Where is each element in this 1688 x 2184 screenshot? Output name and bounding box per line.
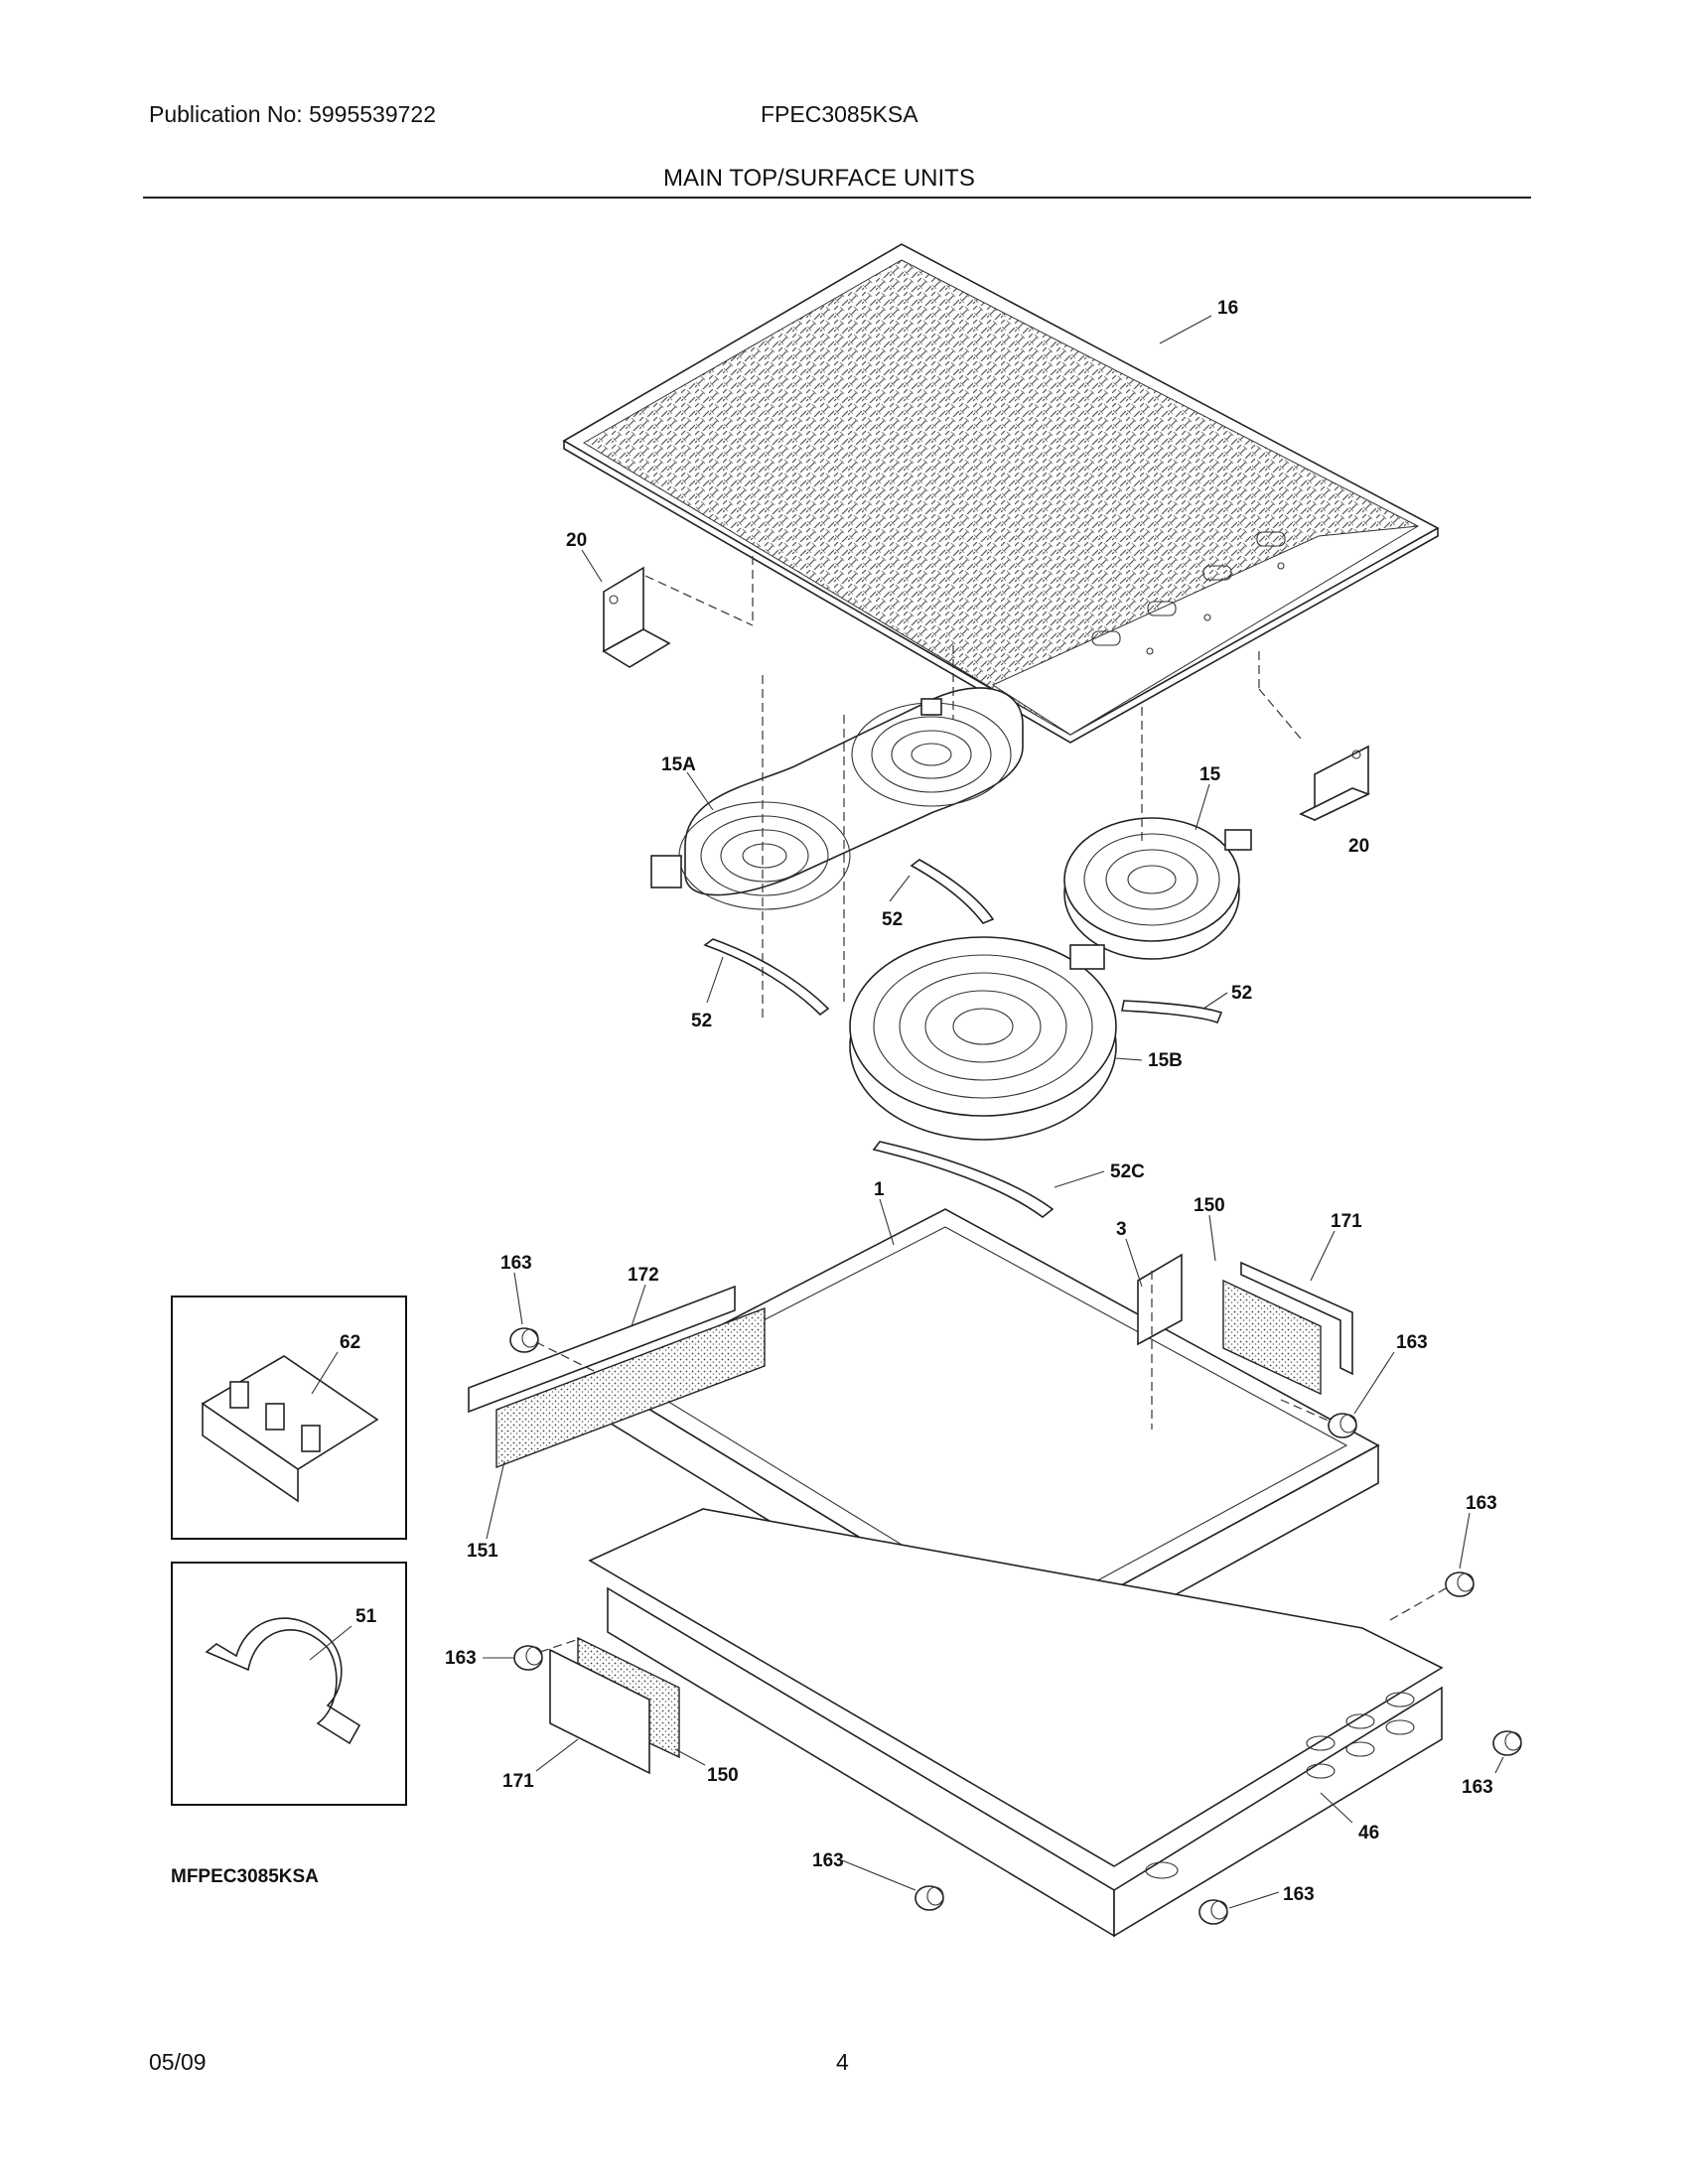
callout-3: 3 <box>1116 1219 1127 1240</box>
diagram-code: MFPEC3085KSA <box>171 1866 319 1887</box>
strap-part-52-b <box>703 938 830 1017</box>
model-number: FPEC3085KSA <box>761 101 918 127</box>
insulation-part-151 <box>495 1306 766 1469</box>
footer-date: 05/09 <box>149 2049 207 2075</box>
callout-150-bottom: 150 <box>707 1765 739 1786</box>
insulation-part-150-top <box>1222 1279 1322 1396</box>
callout-171-top: 171 <box>1331 1211 1362 1232</box>
foot-part-163-c <box>1445 1571 1475 1597</box>
bracket-part-3 <box>1137 1253 1183 1346</box>
callout-163-d: 163 <box>445 1648 477 1669</box>
foot-part-163-g <box>1198 1899 1228 1925</box>
callout-163-a: 163 <box>500 1253 532 1274</box>
foot-part-163-a <box>509 1327 539 1353</box>
bracket-part-20-left <box>602 566 671 668</box>
foot-part-163-e <box>1492 1730 1522 1756</box>
callout-151: 151 <box>467 1541 498 1562</box>
surface-element-part-15 <box>1063 817 1252 960</box>
section-title: MAIN TOP/SURFACE UNITS <box>663 165 975 192</box>
callout-20-left: 20 <box>566 530 587 551</box>
callout-163-e: 163 <box>1462 1777 1493 1798</box>
glass-cooktop-part-16 <box>562 243 1440 744</box>
callout-15b: 15B <box>1148 1050 1183 1071</box>
base-pan-part-46 <box>588 1508 1444 1938</box>
cover-part-171-bottom <box>549 1648 650 1775</box>
strap-part-52-a <box>910 859 995 924</box>
cover-part-171-top <box>1240 1261 1353 1376</box>
callout-163-f: 163 <box>812 1850 844 1871</box>
leader-lines <box>309 315 1504 1909</box>
callout-51: 51 <box>355 1606 377 1627</box>
dual-surface-element-part-15a <box>650 687 1024 910</box>
foot-part-163-b <box>1328 1413 1357 1438</box>
foot-part-163-f <box>914 1885 944 1911</box>
foot-part-163-d <box>513 1645 543 1671</box>
callout-15a: 15A <box>661 754 696 775</box>
insulation-part-172 <box>468 1285 736 1414</box>
callout-163-b: 163 <box>1396 1332 1428 1353</box>
callout-46: 46 <box>1358 1823 1379 1843</box>
callout-163-g: 163 <box>1283 1884 1315 1905</box>
surface-element-part-15b <box>849 936 1117 1141</box>
header-rule <box>143 197 1531 199</box>
callout-62: 62 <box>340 1332 360 1353</box>
callout-1: 1 <box>874 1179 885 1200</box>
callout-172: 172 <box>628 1265 659 1286</box>
strap-part-52-c <box>1121 1000 1223 1024</box>
inset-part-51 <box>171 1562 407 1806</box>
callout-171-bottom: 171 <box>502 1771 534 1792</box>
alignment-lines <box>535 556 1447 1653</box>
callout-15: 15 <box>1199 764 1221 785</box>
callout-163-c: 163 <box>1466 1493 1497 1514</box>
inset-part-62 <box>171 1296 407 1540</box>
callout-150-top: 150 <box>1194 1195 1225 1216</box>
bracket-part-20-right <box>1299 745 1371 822</box>
callout-16: 16 <box>1217 298 1238 319</box>
callout-52-a: 52 <box>882 909 903 930</box>
strap-part-52c <box>872 1141 1055 1219</box>
publication-number: Publication No: 5995539722 <box>149 101 437 127</box>
callout-52c: 52C <box>1110 1161 1145 1182</box>
page-number: 4 <box>836 2049 849 2075</box>
callout-20-right: 20 <box>1348 836 1369 857</box>
callout-52-b: 52 <box>691 1011 712 1031</box>
callout-52-c: 52 <box>1231 983 1252 1004</box>
